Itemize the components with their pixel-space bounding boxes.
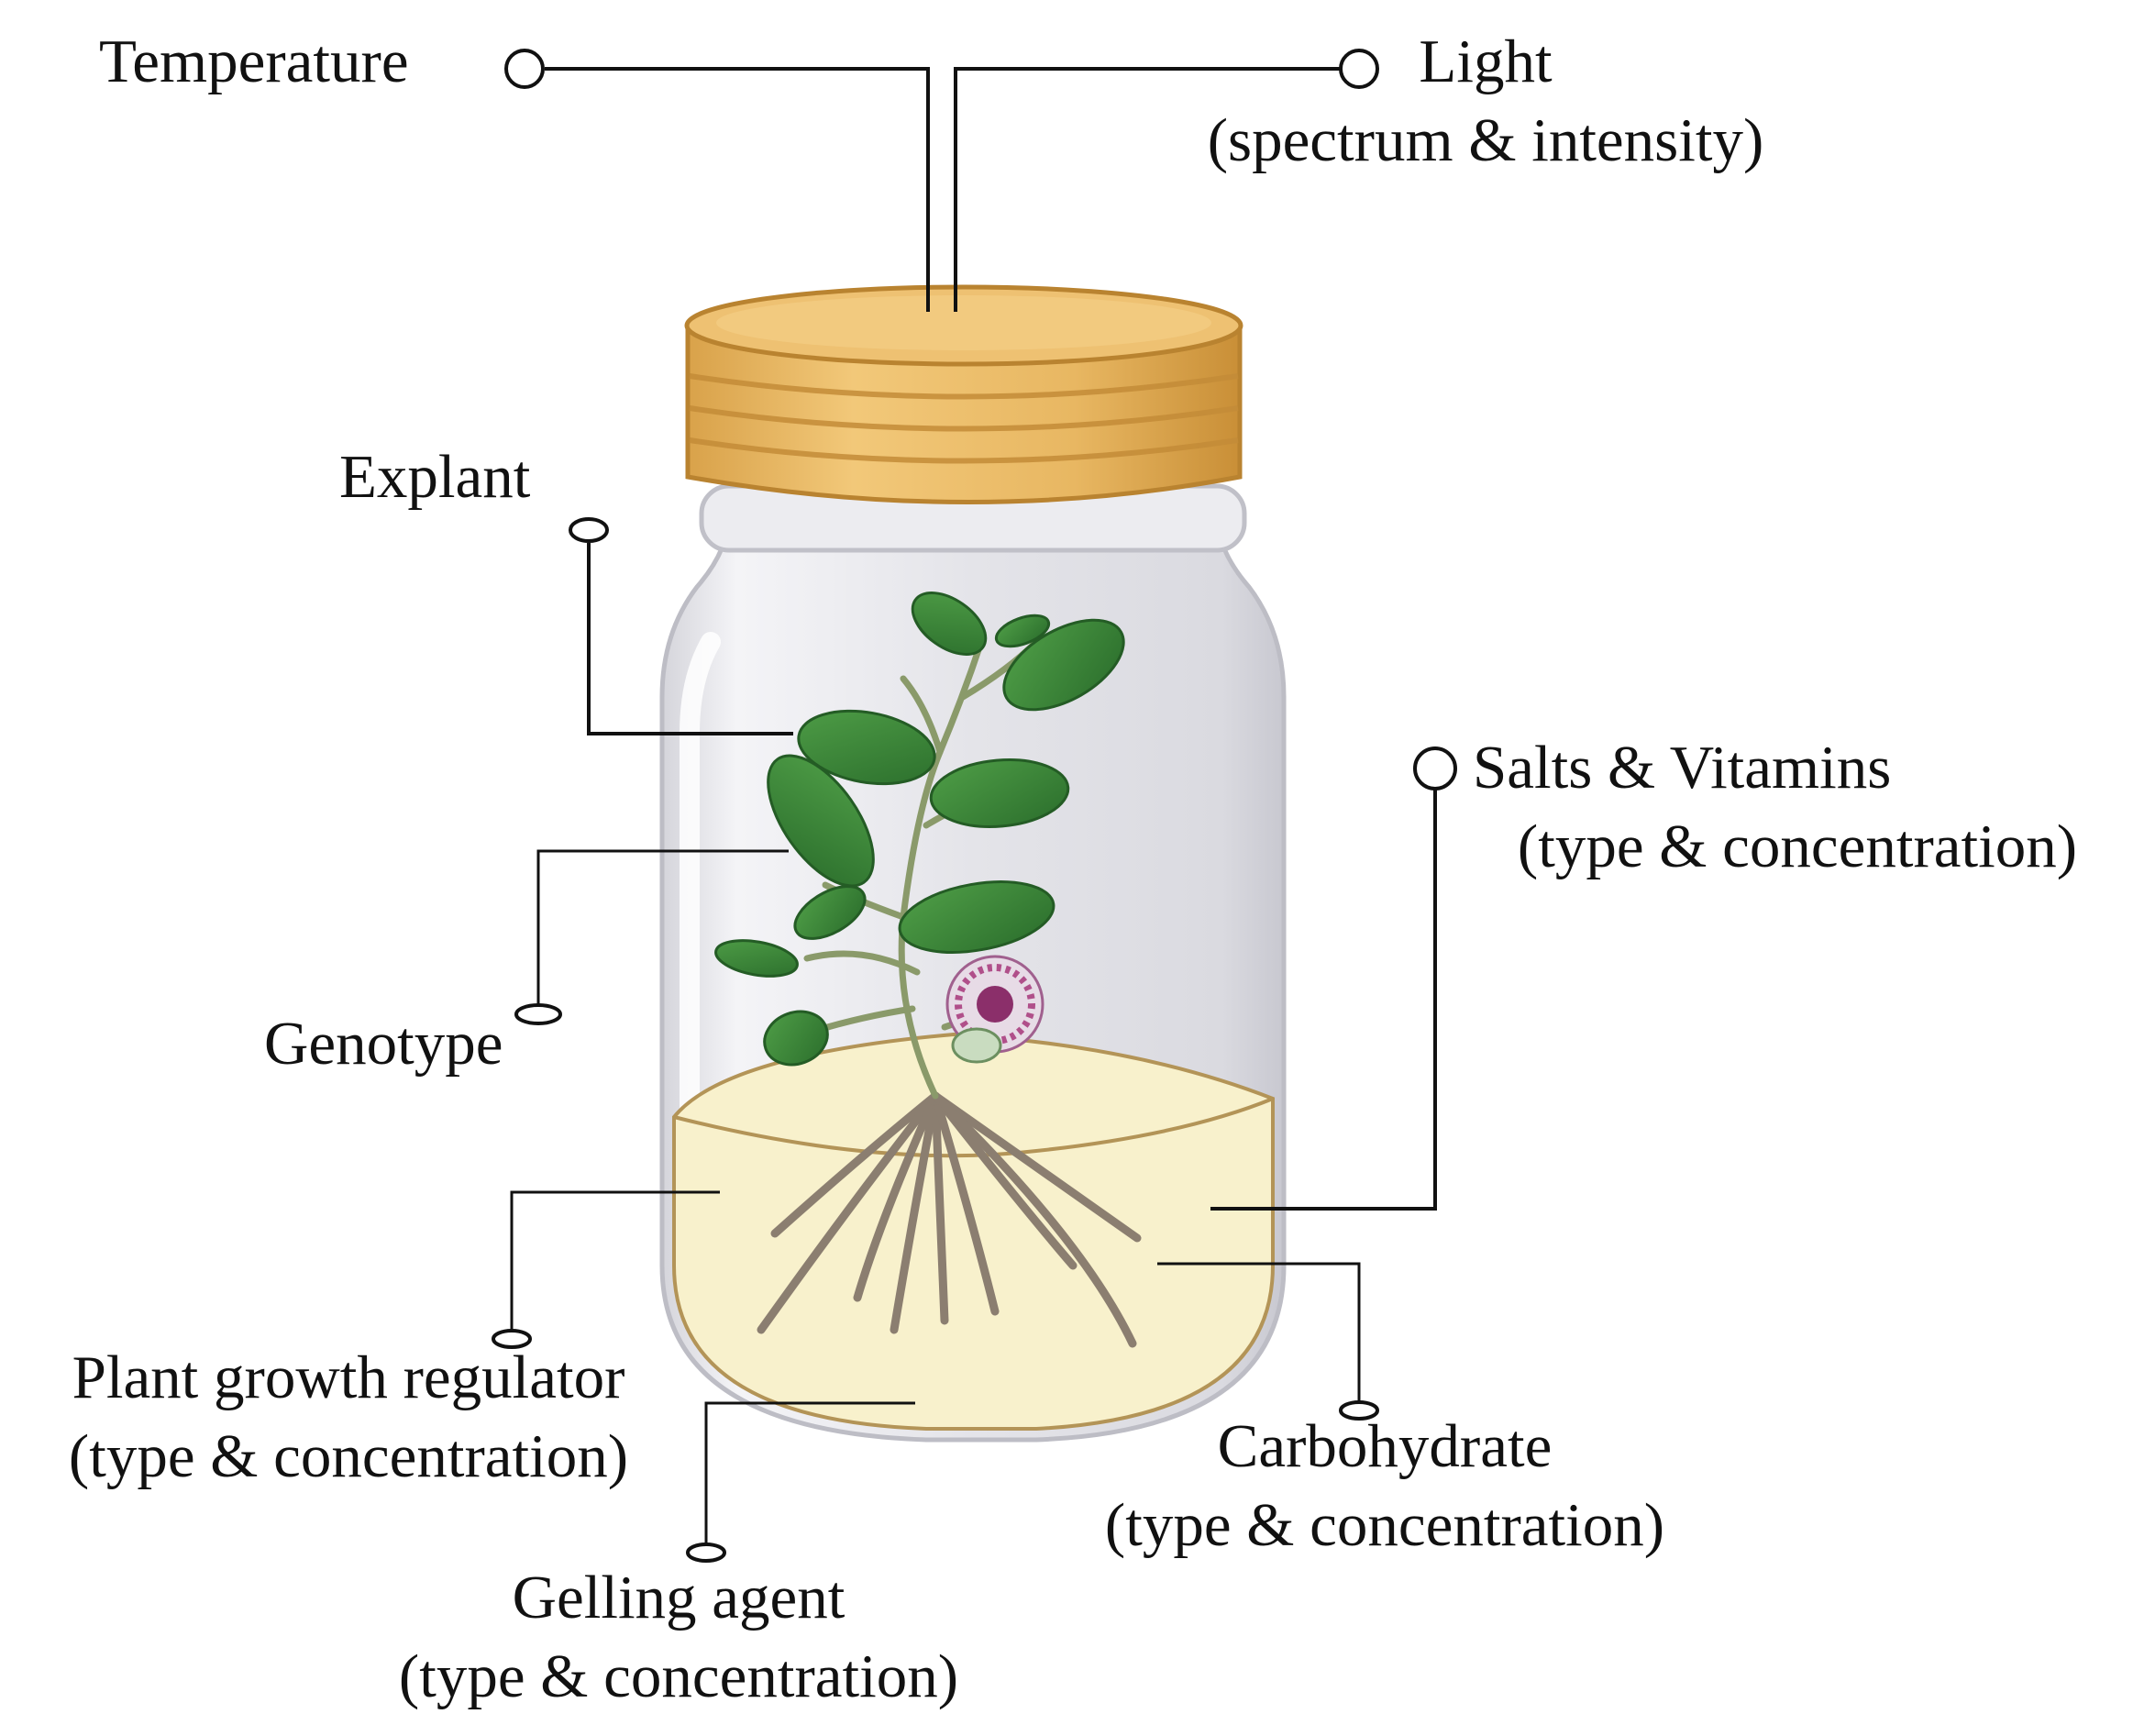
jar-glass-highlight bbox=[680, 632, 721, 1202]
leader-genotype bbox=[536, 849, 789, 1007]
explant-text: Explant bbox=[339, 443, 531, 511]
label-temperature: Temperature bbox=[99, 23, 409, 102]
plant-flower bbox=[945, 955, 1044, 1064]
label-carbohydrate: Carbohydrate (type & concentration) bbox=[1064, 1408, 1706, 1565]
terminal-gelling bbox=[686, 1542, 726, 1563]
terminal-light bbox=[1339, 49, 1379, 89]
carbohydrate-subtitle: (type & concentration) bbox=[1104, 1490, 1665, 1559]
gelling-agent-title: Gelling agent bbox=[512, 1564, 845, 1631]
label-salts-vitamins: Salts & Vitamins (type & concentration) bbox=[1467, 729, 2127, 887]
light-title: Light bbox=[1419, 28, 1553, 95]
salts-vitamins-subtitle: (type & concentration) bbox=[1517, 812, 2078, 880]
leader-temperature bbox=[545, 67, 930, 312]
label-plant-growth-regulator: Plant growth regulator (type & concentra… bbox=[18, 1339, 679, 1497]
terminal-salts bbox=[1413, 746, 1457, 791]
plant-roots bbox=[757, 1091, 1142, 1348]
leader-gelling bbox=[704, 1401, 915, 1545]
terminal-pgr bbox=[492, 1329, 532, 1349]
salts-vitamins-title: Salts & Vitamins bbox=[1473, 734, 1892, 802]
plant bbox=[714, 592, 1142, 1348]
terminal-temperature bbox=[504, 49, 545, 89]
temperature-text: Temperature bbox=[99, 28, 409, 95]
label-explant: Explant bbox=[339, 438, 530, 517]
leader-carbohydrate bbox=[1157, 1262, 1361, 1403]
lid-threads bbox=[689, 373, 1239, 464]
plant-leaves bbox=[714, 592, 1125, 1067]
terminal-explant bbox=[569, 517, 609, 543]
carbohydrate-title: Carbohydrate bbox=[1217, 1412, 1553, 1480]
gelling-agent-subtitle: (type & concentration) bbox=[398, 1642, 959, 1710]
terminal-genotype bbox=[514, 1003, 562, 1025]
genotype-text: Genotype bbox=[264, 1010, 503, 1078]
leader-light bbox=[954, 67, 1343, 312]
pgr-subtitle: (type & concentration) bbox=[68, 1421, 629, 1490]
label-gelling-agent: Gelling agent (type & concentration) bbox=[353, 1559, 1004, 1717]
leader-pgr bbox=[510, 1190, 720, 1332]
light-subtitle: (spectrum & intensity) bbox=[1207, 105, 1764, 174]
label-light: Light (spectrum & intensity) bbox=[1160, 23, 1811, 181]
leader-terminals bbox=[492, 49, 1457, 1563]
leader-explant bbox=[587, 543, 793, 735]
leader-salts bbox=[1210, 784, 1437, 1211]
label-genotype: Genotype bbox=[264, 1005, 503, 1084]
jar-lid-top-inner bbox=[716, 295, 1211, 350]
leader-lines bbox=[510, 67, 1437, 1545]
pgr-title: Plant growth regulator bbox=[72, 1343, 625, 1411]
terminal-carbohydrate bbox=[1339, 1400, 1379, 1421]
